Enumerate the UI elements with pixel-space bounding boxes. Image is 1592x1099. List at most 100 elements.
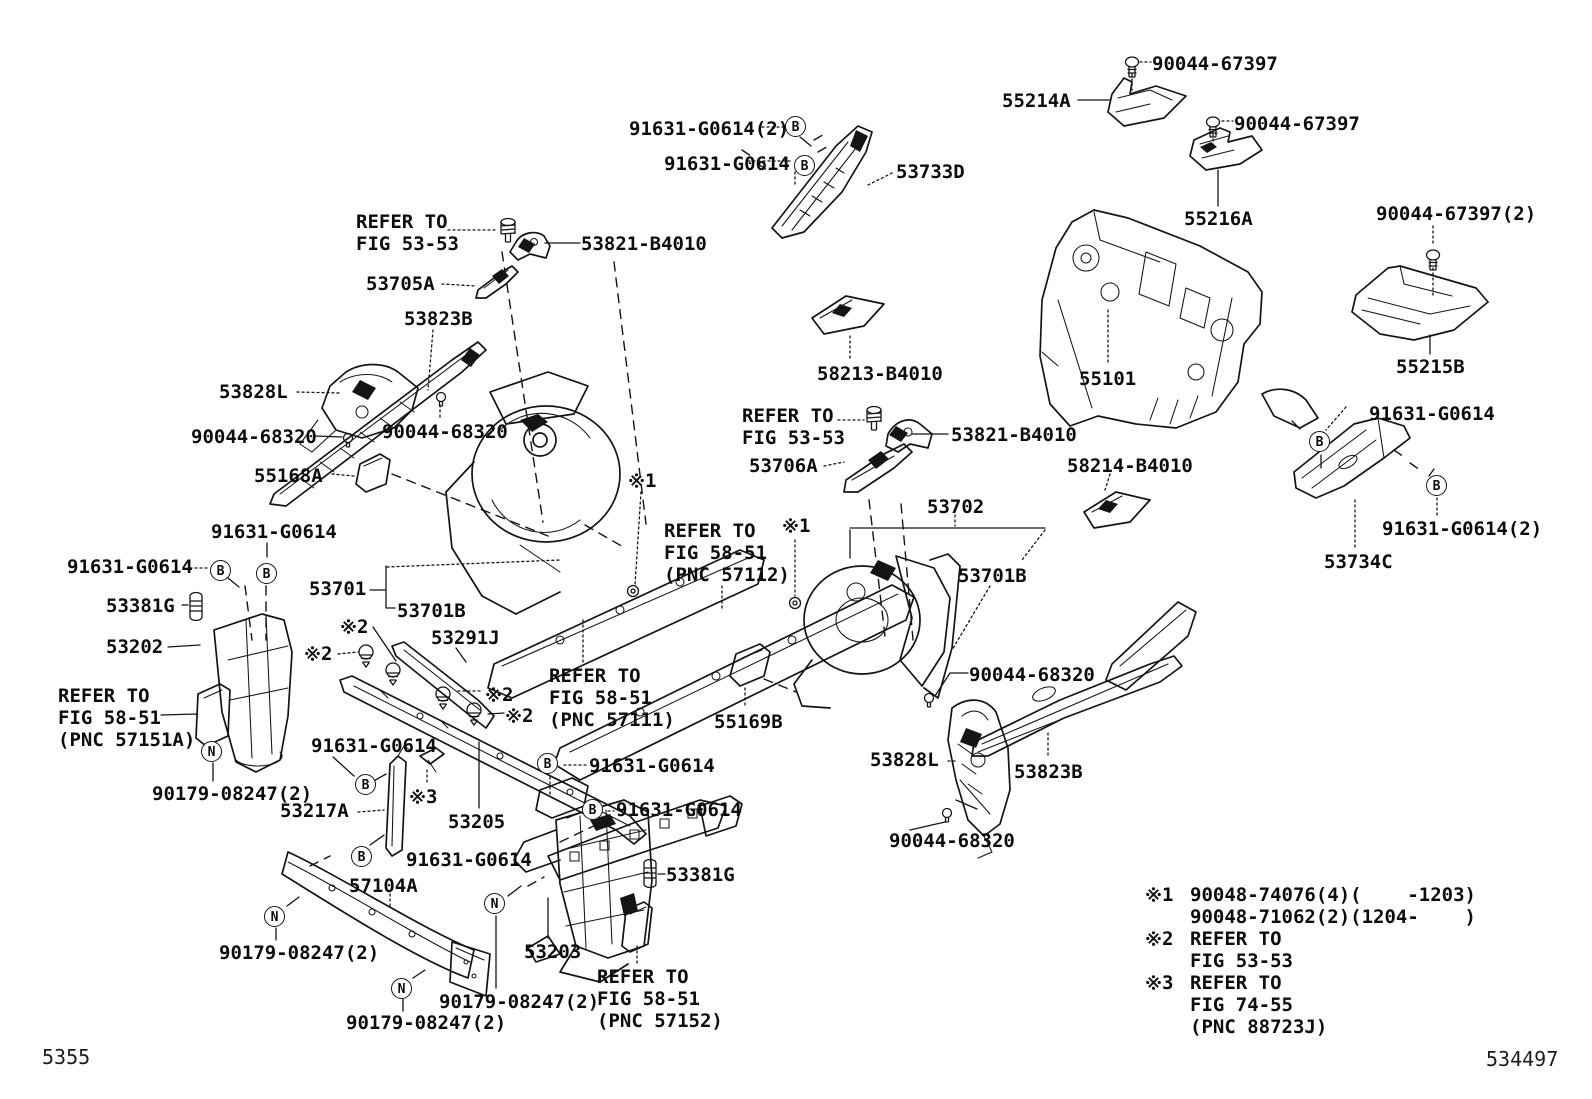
- part-53823b-rail-right: [971, 655, 1183, 757]
- part-number-label: 53381G: [666, 864, 735, 886]
- label-line: 53701: [309, 578, 367, 600]
- label-line: 53734C: [1324, 551, 1393, 573]
- label-line: 58213-B4010: [817, 363, 943, 385]
- label-line: REFER TO: [597, 966, 689, 988]
- label-line: FIG 58-51: [664, 542, 767, 564]
- part-number-label: 53202: [106, 636, 163, 658]
- part-number-label: 53821-B4010: [581, 233, 707, 255]
- label-line: 3: [410, 786, 437, 808]
- label-line: 90179-08247(2): [346, 1012, 507, 1034]
- label-line: 91631-G0614: [406, 849, 532, 871]
- part-number-label: 53734C: [1324, 551, 1393, 573]
- part-number-label: 1: [629, 470, 656, 492]
- label-line: (PNC 57111): [549, 709, 675, 731]
- label-line: 90044-68320: [969, 664, 1095, 686]
- reference-mark-icon: [629, 473, 644, 488]
- part-number-label: 55216A: [1184, 208, 1253, 230]
- part-53828l-shield-right: [947, 699, 1011, 859]
- legend-marker: 1: [1146, 884, 1190, 906]
- label-line: FIG 58-51: [58, 707, 161, 729]
- legend-row: (PNC 88723J): [1146, 1016, 1476, 1038]
- reference-mark-icon: [305, 646, 320, 661]
- part-number-label: 90044-67397: [1152, 53, 1278, 75]
- label-line: 55169B: [714, 711, 783, 733]
- part-number-label: 2: [506, 705, 533, 727]
- label-line: 90044-68320: [191, 426, 317, 448]
- part-number-label: 90044-68320: [191, 426, 317, 448]
- part-55101-dash-panel: [1039, 209, 1263, 429]
- label-line: 2: [486, 684, 513, 706]
- legend-text: 90048-71062(2)(1204- ): [1190, 906, 1476, 928]
- part-front-side-member-rail-left: [487, 549, 765, 699]
- part-number-label: 90044-68320: [889, 830, 1015, 852]
- legend-row: FIG 74-55: [1146, 994, 1476, 1016]
- part-53823b-rail-left: [269, 341, 487, 507]
- label-line: 53381G: [106, 595, 175, 617]
- part-number-label: 91631-G0614(2): [629, 118, 789, 140]
- label-line: FIG 58-51: [597, 988, 700, 1010]
- part-number-label: 53205: [448, 811, 505, 833]
- part-number-label: 1: [783, 515, 810, 537]
- part-55214a-bracket: [1107, 77, 1187, 127]
- label-line: 53701B: [958, 565, 1027, 587]
- label-line: 90179-08247(2): [439, 991, 600, 1013]
- label-line: FIG 53-53: [356, 233, 459, 255]
- fastener-callout-n-icon: N: [484, 893, 505, 914]
- part-53821-hinge-top: [509, 231, 551, 261]
- fastener-callout-b-icon: B: [794, 155, 815, 176]
- label-line: 53702: [927, 496, 985, 518]
- part-57104a-crossmember: [281, 851, 491, 997]
- legend-text: (PNC 88723J): [1190, 1016, 1328, 1038]
- fastener-callout-b-icon: B: [785, 116, 806, 137]
- legend-text: FIG 74-55: [1190, 994, 1293, 1016]
- label-line: 55168A: [254, 465, 323, 487]
- part-number-label: 53705A: [366, 273, 435, 295]
- part-number-label: 53733D: [896, 161, 965, 183]
- label-line: 91631-G0614: [211, 521, 337, 543]
- part-number-label: 55169B: [714, 711, 783, 733]
- part-number-label: 55215B: [1396, 356, 1465, 378]
- part-55215b-insulator: [1351, 265, 1489, 341]
- label-line: 53291J: [431, 627, 500, 649]
- label-line: 91631-G0614: [664, 153, 790, 175]
- part-number-label: 53821-B4010: [951, 424, 1077, 446]
- part-number-label: 53381G: [106, 595, 175, 617]
- leader-lines: [160, 61, 1438, 1012]
- label-line: 91631-G0614: [616, 799, 742, 821]
- label-line: 2: [341, 616, 368, 638]
- label-line: 91631-G0614(2): [1382, 518, 1543, 540]
- label-line: 55215B: [1396, 356, 1465, 378]
- part-number-label: 57104A: [349, 875, 418, 897]
- legend-row: 90048-71062(2)(1204- ): [1146, 906, 1476, 928]
- part-number-label: 53823B: [404, 308, 473, 330]
- part-number-label: 53701B: [397, 600, 466, 622]
- part-number-label: 91631-G0614: [589, 755, 715, 777]
- label-line: 58214-B4010: [1067, 455, 1193, 477]
- part-number-label: 91631-G0614: [67, 556, 193, 578]
- part-number-label: 53203: [524, 941, 581, 963]
- page-number: 5355: [42, 1045, 91, 1069]
- label-line: REFER TO: [742, 405, 834, 427]
- label-line: 53202: [106, 636, 164, 658]
- legend-text: REFER TO: [1190, 928, 1282, 950]
- legend-marker: [1146, 994, 1190, 1016]
- label-line: 91631-G0614: [311, 735, 437, 757]
- fastener-callout-b-icon: B: [582, 799, 603, 820]
- label-line: 53821-B4010: [581, 233, 707, 255]
- label-line: 53706A: [749, 455, 818, 477]
- label-line: 53217A: [280, 800, 349, 822]
- label-line: 2: [506, 705, 533, 727]
- part-number-label: 2: [341, 616, 368, 638]
- label-line: REFER TO: [664, 520, 756, 542]
- label-line: REFER TO: [58, 685, 150, 707]
- label-line: 90044-68320: [382, 421, 508, 443]
- label-line: 91631-G0614(2): [629, 118, 790, 140]
- part-side-member-outer-short: [1105, 601, 1197, 691]
